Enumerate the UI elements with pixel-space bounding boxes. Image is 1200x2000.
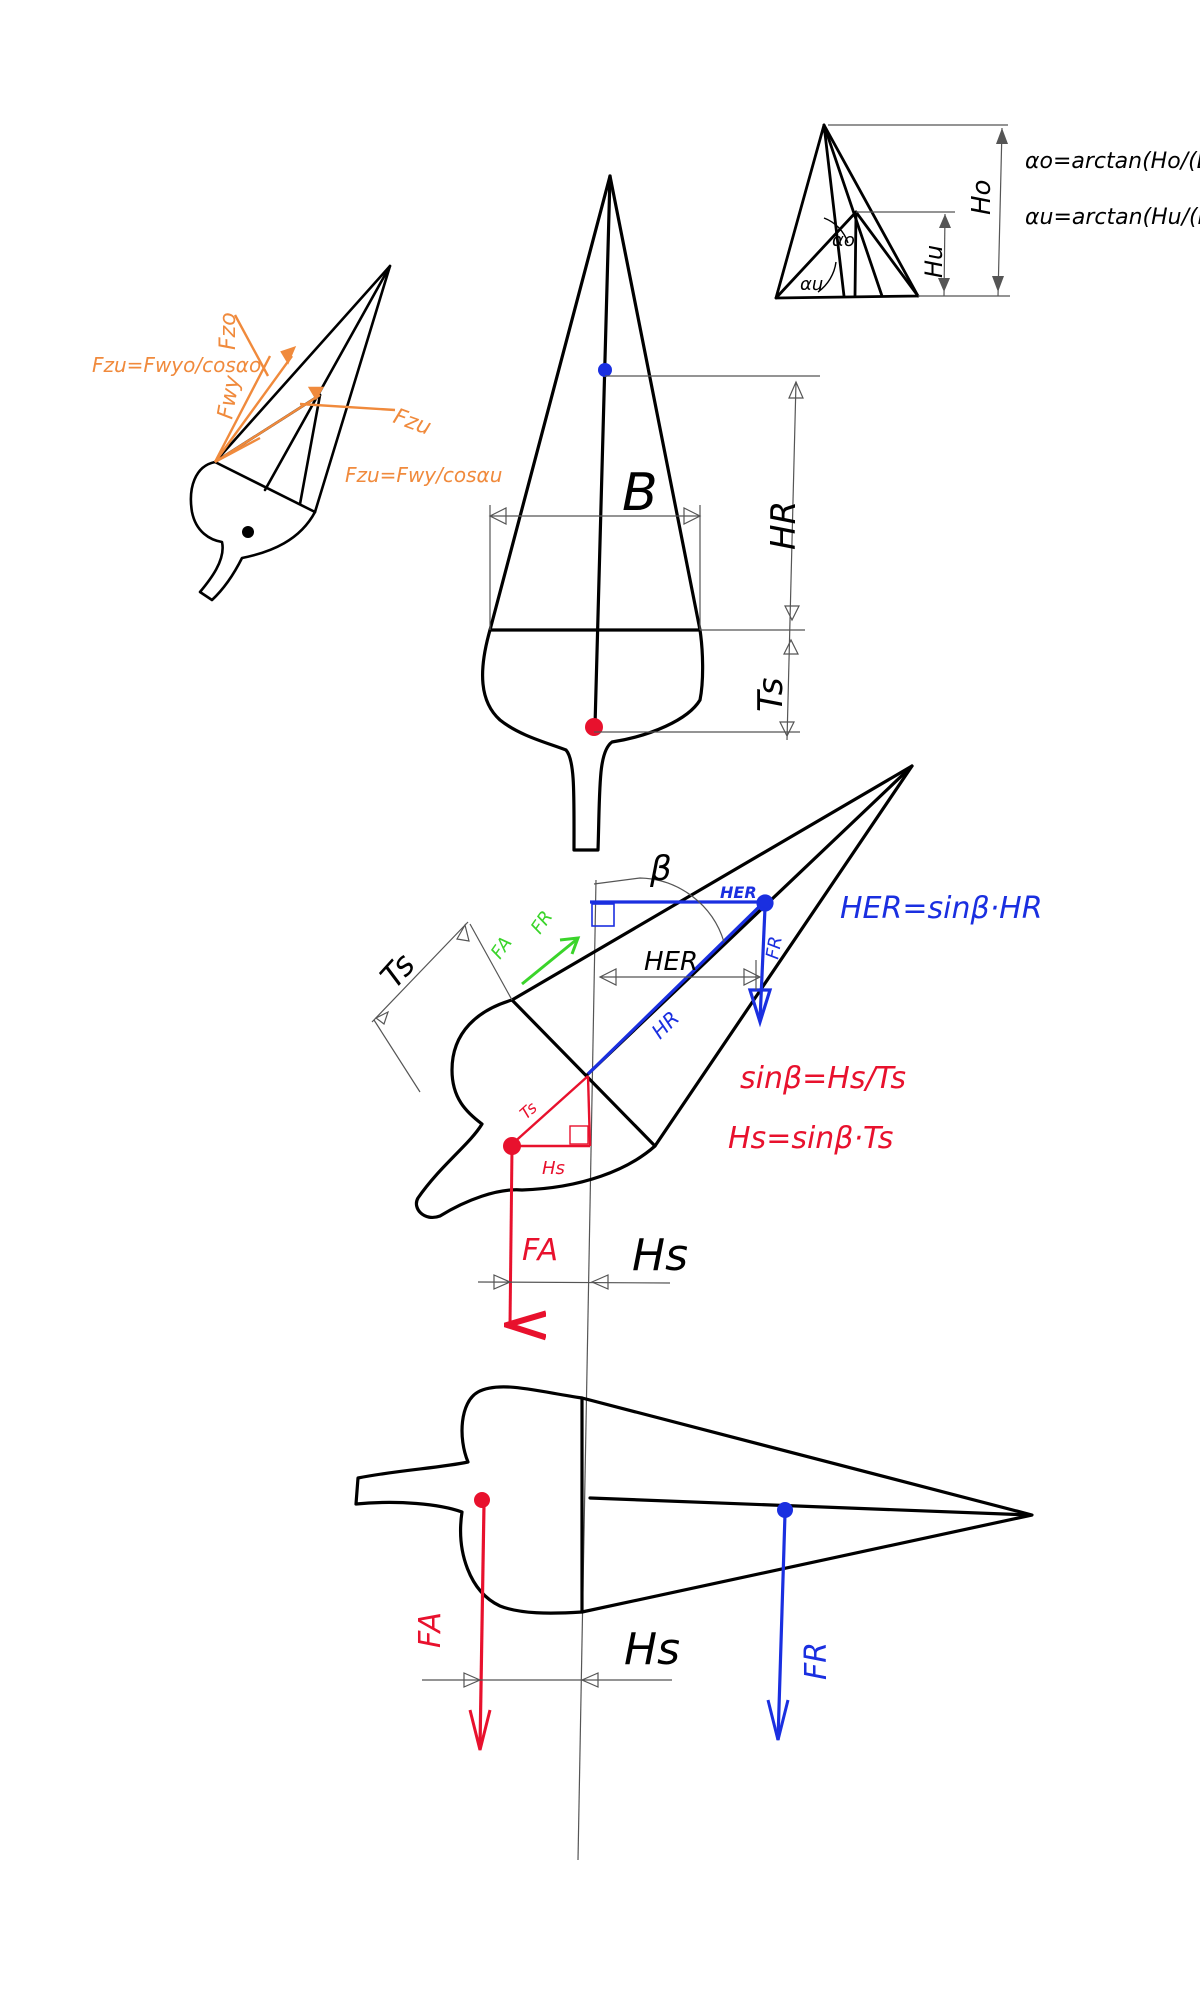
upright-dimensions — [488, 375, 820, 741]
top-right-cone-diagram — [774, 123, 1010, 300]
ts-tilted-label: Ts — [373, 946, 423, 996]
sin-beta-formula: sinβ=Hs/Ts — [740, 1061, 906, 1096]
f-zo-label: Fzo — [216, 312, 241, 350]
hs-tilted-label: Hs — [632, 1230, 688, 1281]
fr-green-label: FR — [527, 907, 557, 938]
alpha-u-formula: αu=arctan(Hu/(B/2)) — [1025, 205, 1200, 230]
hs-bottom-label: Hs — [624, 1624, 680, 1675]
tilted-com-dot — [503, 1137, 521, 1155]
center-of-buoyancy-dot — [598, 363, 612, 377]
hs-formula: Hs=sinβ·Ts — [728, 1121, 893, 1156]
tilted-dimensions — [371, 877, 762, 1290]
blue-construction — [586, 894, 774, 1076]
center-of-mass-dot — [585, 718, 603, 736]
f-zu-u-formula: Fzu=Fwy/cosαu — [345, 463, 502, 487]
alpha-o-formula: αo=arctan(Ho/(B/2)) — [1025, 149, 1200, 174]
hr-label-upright: HR — [764, 501, 804, 550]
beta-label-upright: B — [622, 463, 658, 523]
her-formula: HER=sinβ·HR — [840, 891, 1043, 926]
horizontal-body — [354, 1385, 1034, 1615]
fa-tilted-label: FA — [522, 1233, 558, 1268]
fr-bottom-label: FR — [799, 1642, 834, 1680]
orange-force-arrows — [213, 314, 396, 464]
fa-green-label: FA — [487, 933, 517, 963]
red-construction — [510, 1075, 592, 1325]
green-force-arrow — [521, 936, 581, 986]
her-mid-label: HER — [644, 947, 698, 977]
f-zu-label: Fzu — [390, 404, 434, 441]
fa-bottom-label: FA — [413, 1612, 448, 1648]
f-zu-o-formula: Fzu=Fwyo/cosαo — [92, 353, 261, 377]
fr-tilted-label: FR — [762, 935, 787, 961]
ts-small-label: Ts — [516, 1098, 541, 1123]
alpha-o-small-label: αo — [832, 230, 855, 251]
beta-label-tilted: β — [649, 849, 672, 889]
vertical-reference-line — [577, 879, 597, 1861]
bottom-force-arrows — [422, 1503, 790, 1751]
ts-label-upright: Ts — [751, 678, 791, 712]
hu-label: Hu — [920, 245, 948, 278]
upright-body — [481, 174, 705, 852]
ho-label: Ho — [967, 180, 997, 215]
hs-small-label: Hs — [542, 1158, 565, 1179]
alpha-u-small-label: αu — [800, 274, 823, 295]
her-small-label: HER — [720, 883, 757, 902]
